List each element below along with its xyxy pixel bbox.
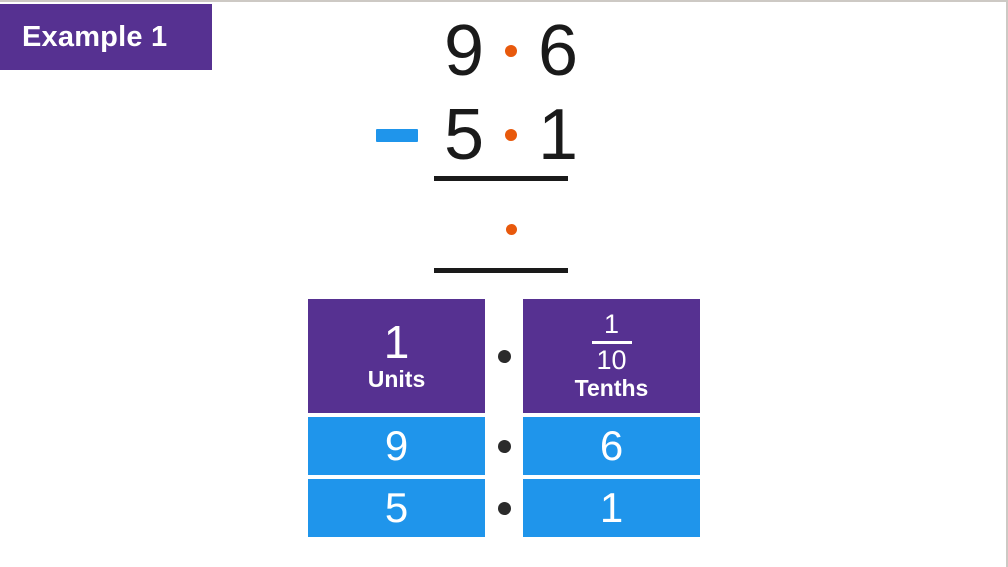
fraction-bar <box>591 340 632 344</box>
row-1-tenths-cell: 1 <box>523 479 700 537</box>
minuend-row: 9 6 <box>360 12 590 90</box>
answer-decimal-point <box>494 223 528 235</box>
row-1-units-value: 5 <box>384 484 409 531</box>
header-cell-tenths: 1 10 Tenths <box>523 299 700 413</box>
place-value-header-row: 1 Units 1 10 Tenths <box>308 299 700 413</box>
tenths-label: Tenths <box>574 375 649 402</box>
subtraction-operator <box>360 128 434 142</box>
example-badge: Example 1 <box>0 4 212 70</box>
units-label: Units <box>367 365 426 392</box>
subtrahend-units-digit: 5 <box>443 95 485 175</box>
minuend-units-digit: 9 <box>443 11 485 91</box>
minuend-decimal-point <box>494 45 528 57</box>
sum-upper-rule <box>434 176 568 181</box>
minus-icon <box>376 128 418 142</box>
sum-lower-rule <box>434 268 568 273</box>
tenths-fraction: 1 10 <box>591 308 632 375</box>
subtrahend-decimal-point <box>494 129 528 141</box>
decimal-point-icon <box>497 349 511 363</box>
place-value-table: 1 Units 1 10 Tenths <box>308 299 700 541</box>
decimal-point-icon <box>505 45 517 57</box>
decimal-point-icon <box>497 501 511 515</box>
row-1-tenths-value: 1 <box>599 484 624 531</box>
decimal-point-icon <box>505 223 517 235</box>
header-cell-units: 1 Units <box>308 299 485 413</box>
tenths-fraction-denominator: 10 <box>596 344 627 375</box>
subtrahend-row: 5 1 <box>360 96 590 174</box>
decimal-point-icon <box>505 129 517 141</box>
row-0-units-value: 9 <box>384 422 409 469</box>
subtrahend-tenths-digit: 1 <box>537 95 579 175</box>
row-1-units-cell: 5 <box>308 479 485 537</box>
minuend-tenths-digit: 6 <box>537 11 579 91</box>
tenths-fraction-numerator: 1 <box>603 308 620 339</box>
table-row: 9 6 <box>308 417 700 475</box>
row-1-separator <box>485 479 523 537</box>
vertical-subtraction: 9 6 5 1 <box>360 12 590 282</box>
decimal-point-icon <box>497 439 511 453</box>
example-badge-label: Example 1 <box>22 20 168 53</box>
table-row: 5 1 <box>308 479 700 537</box>
units-symbol: 1 <box>383 315 410 368</box>
header-separator <box>485 299 523 413</box>
row-0-tenths-value: 6 <box>599 422 624 469</box>
row-0-units-cell: 9 <box>308 417 485 475</box>
row-0-tenths-cell: 6 <box>523 417 700 475</box>
answer-row <box>360 190 590 268</box>
row-0-separator <box>485 417 523 475</box>
